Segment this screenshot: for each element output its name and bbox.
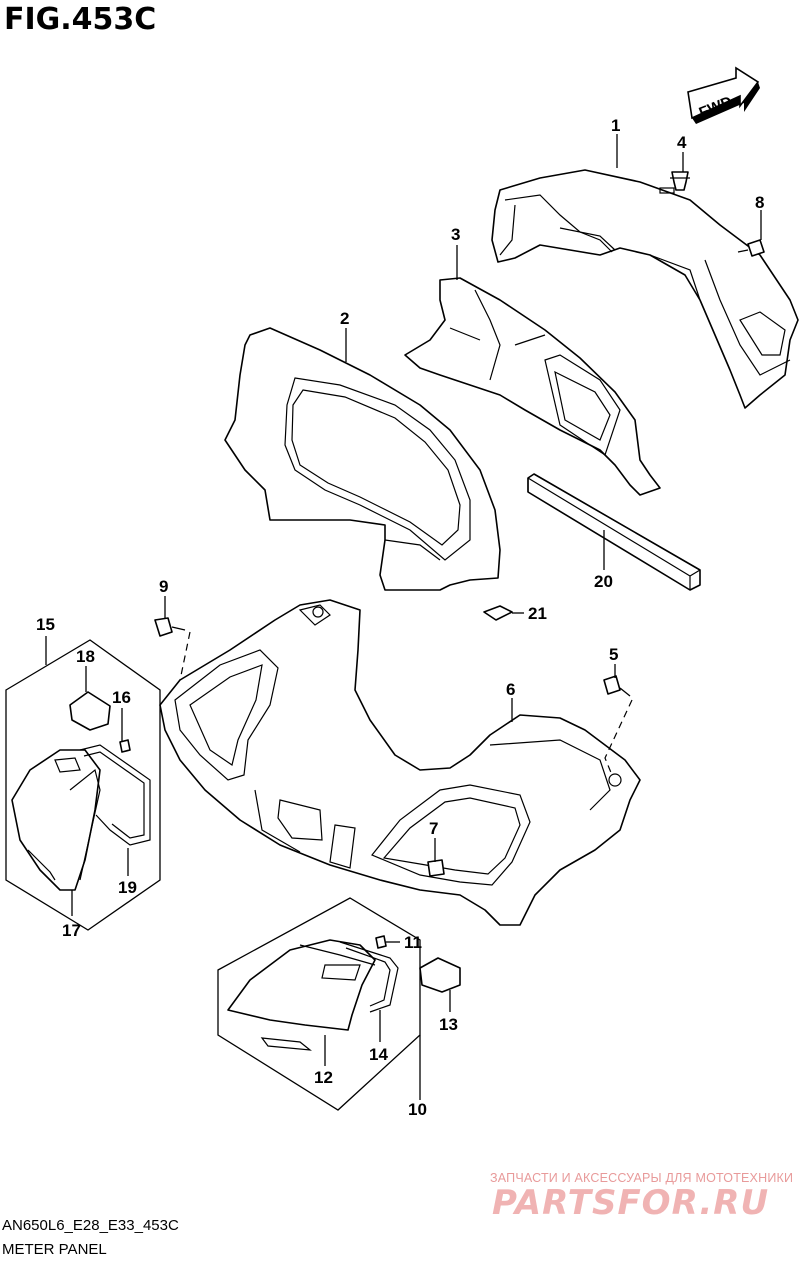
callout-20: 20	[594, 572, 613, 591]
callout-16: 16	[112, 688, 131, 707]
callout-13: 13	[439, 1015, 458, 1034]
callout-17: 17	[62, 921, 81, 940]
callout-8: 8	[755, 193, 764, 212]
watermark-brand: PARTSFOR.RU	[492, 1183, 770, 1223]
part-19-seal	[79, 744, 151, 846]
callout-9: 9	[159, 577, 168, 596]
part-14-seal	[339, 941, 399, 1013]
part-12-lid	[227, 939, 376, 1031]
callout-19: 19	[118, 878, 137, 897]
diagram-name: METER PANEL	[2, 1241, 107, 1258]
callout-5: 5	[609, 645, 618, 664]
callout-7: 7	[429, 819, 438, 838]
part-3-inner-panel	[404, 277, 661, 496]
callout-2: 2	[340, 309, 349, 328]
callout-6: 6	[506, 680, 515, 699]
callout-18: 18	[76, 647, 95, 666]
callout-10: 10	[408, 1100, 427, 1119]
callout-14: 14	[369, 1045, 388, 1064]
callout-21: 21	[528, 604, 547, 623]
part-6-main-cover	[159, 599, 641, 926]
part-4-clip	[670, 171, 690, 191]
part-16-clip	[119, 739, 131, 753]
callout-3: 3	[451, 225, 460, 244]
part-20-bar	[527, 473, 701, 591]
group-10-outline	[217, 897, 461, 1111]
part-7-clip	[427, 859, 445, 877]
diagram-code: AN650L6_E28_E33_453C	[2, 1217, 179, 1234]
part-11-clip	[375, 935, 387, 949]
callout-4: 4	[677, 133, 687, 152]
part-1-upper-cover	[491, 169, 799, 409]
callout-11: 11	[404, 933, 422, 952]
callout-12: 12	[314, 1068, 333, 1087]
callout-1: 1	[611, 116, 620, 135]
part-18-cap	[69, 691, 111, 731]
part-2-meter-frame	[224, 327, 501, 591]
leader-lines	[71, 134, 762, 1066]
part-13-cap	[419, 957, 461, 993]
part-17-lid	[11, 749, 101, 891]
watermark-tagline: ЗАПЧАСТИ И АКСЕССУАРЫ ДЛЯ МОТОТЕХНИКИ	[490, 1171, 794, 1185]
callouts: 1 2 3 4 5 6 7 8 9 10 11 12 13 14 15 16 1…	[36, 116, 764, 1119]
group-15-outline	[5, 636, 161, 931]
part-5-screw	[603, 675, 633, 776]
callout-15: 15	[36, 615, 55, 634]
part-21-label	[483, 605, 513, 621]
figure-title: FIG.453C	[4, 2, 157, 37]
part-8-screw	[737, 239, 765, 257]
fwd-arrow-icon: FWD	[687, 66, 760, 124]
